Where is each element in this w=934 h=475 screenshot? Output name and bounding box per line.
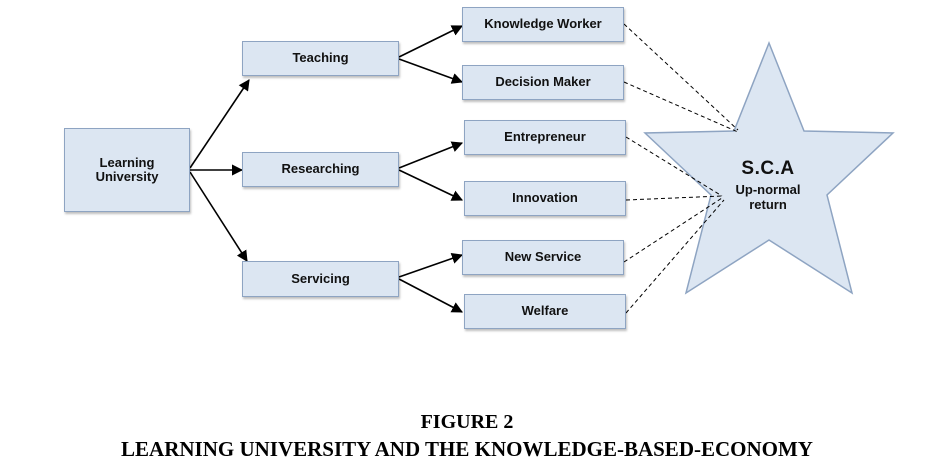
arrow-root-to-servicing (189, 171, 248, 262)
servicing-label: Servicing (291, 270, 350, 286)
diagram-canvas (189, 23, 895, 314)
dashed-new-service-to-star (623, 197, 723, 263)
arrow-servicing-to-welfare (398, 278, 463, 313)
welfare-label: Welfare (521, 303, 569, 319)
innovation-box: Innovation (464, 181, 626, 216)
dashed-decision-maker-to-star (623, 81, 739, 133)
servicing-box: Servicing (242, 261, 399, 297)
learning-university-label-line2: University (95, 169, 159, 184)
dashed-knowledge-worker-to-star (623, 23, 739, 131)
arrow-teaching-to-decision-maker (398, 58, 464, 84)
dashed-innovation-to-star (625, 195, 723, 201)
decision-maker-box: Decision Maker (462, 65, 624, 100)
entrepreneur-box: Entrepreneur (464, 120, 626, 155)
arrow-servicing-to-new-service (398, 253, 464, 278)
dashed-entrepreneur-to-star (625, 136, 723, 197)
innovation-label: Innovation (512, 190, 578, 206)
teaching-label: Teaching (292, 50, 349, 66)
new-service-box: New Service (462, 240, 624, 275)
researching-box: Researching (242, 152, 399, 187)
arrow-researching-to-entrepreneur (398, 141, 464, 169)
learning-university-box: Learning University (64, 128, 190, 212)
decision-maker-label: Decision Maker (495, 74, 591, 90)
teaching-box: Teaching (242, 41, 399, 76)
welfare-box: Welfare (464, 294, 626, 329)
figure-number: FIGURE 2 (420, 411, 514, 433)
figure-title: LEARNING UNIVERSITY AND THE KNOWLEDGE-BA… (121, 437, 813, 461)
arrow-root-to-teaching (189, 79, 250, 169)
sca-title: S.C.A (741, 158, 795, 179)
new-service-label: New Service (504, 249, 582, 265)
dashed-welfare-to-star (625, 199, 725, 314)
knowledge-worker-box: Knowledge Worker (462, 7, 624, 42)
arrow-teaching-to-knowledge-worker (398, 25, 464, 58)
sca-subtitle-line2: return (749, 197, 787, 212)
arrow-researching-to-innovation (398, 169, 464, 201)
entrepreneur-label: Entrepreneur (504, 129, 586, 145)
sca-star-shape (643, 40, 895, 295)
learning-university-label-line1: Learning (99, 154, 155, 170)
researching-label: Researching (281, 161, 360, 177)
sca-subtitle-line1: Up-normal (735, 182, 801, 197)
knowledge-worker-label: Knowledge Worker (484, 16, 602, 32)
